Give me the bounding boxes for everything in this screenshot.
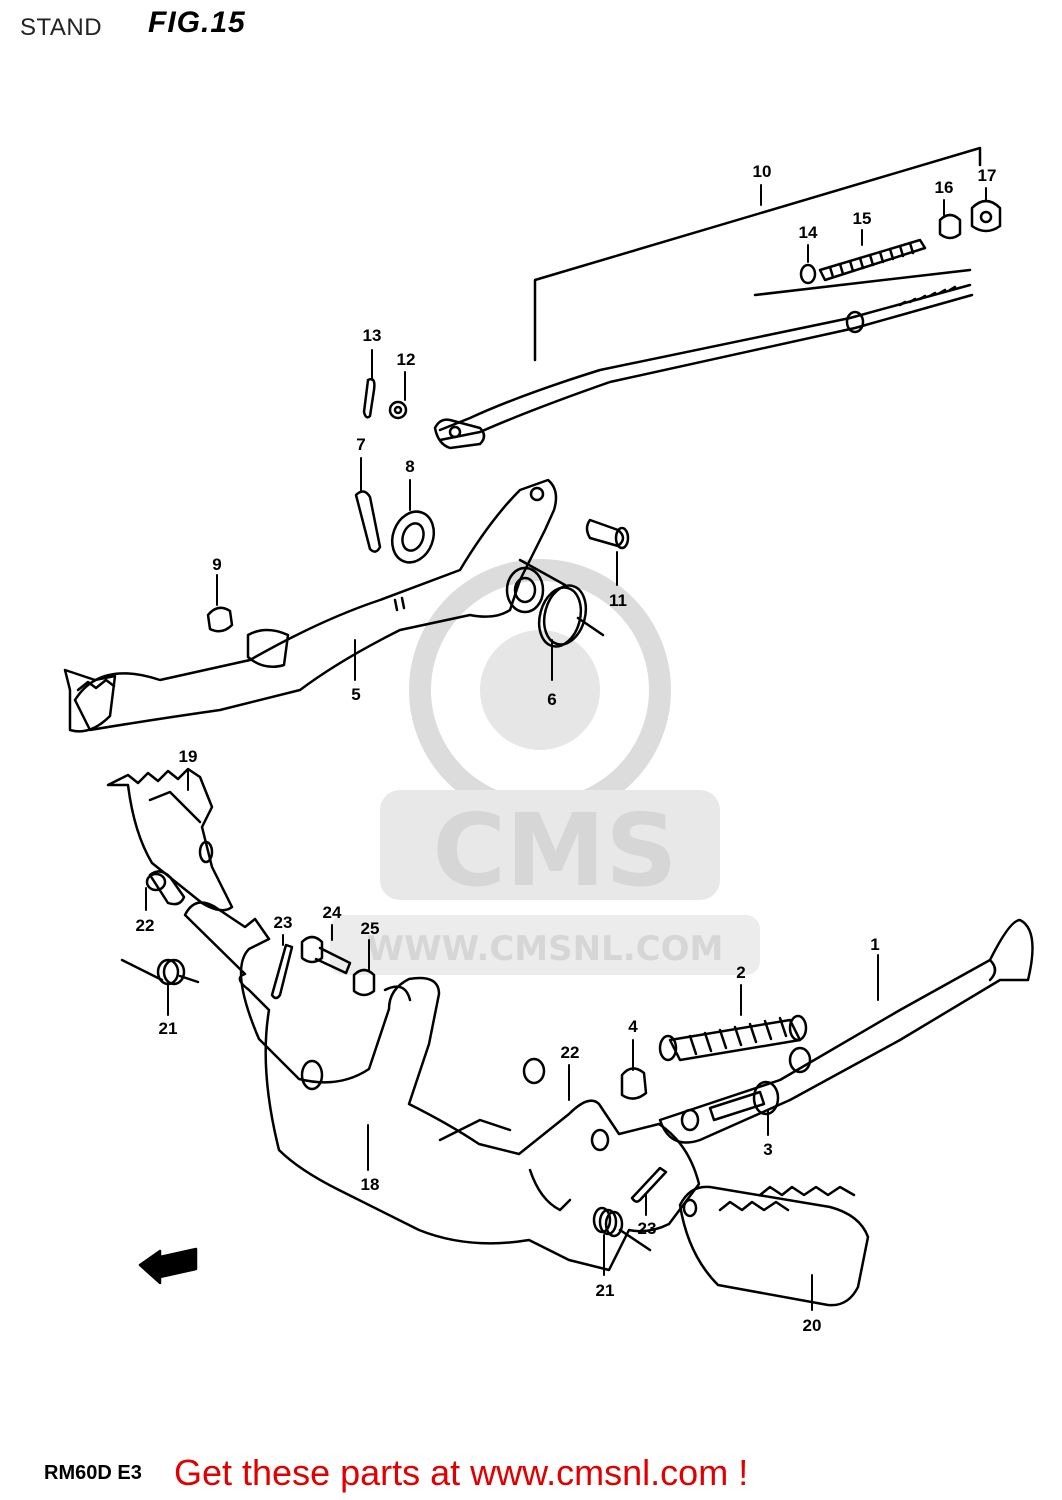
callout-7: 7 [356,435,365,454]
callout-9: 9 [212,555,221,574]
callout-20: 20 [803,1316,822,1335]
part-4-nut [620,1067,648,1100]
part-22-pin-left [145,870,186,906]
callout-22-left: 22 [136,916,155,935]
page-title: STAND [20,14,103,41]
watermark-brand: CMS [433,792,678,909]
callout-21-right: 21 [596,1281,615,1300]
part-2-spring [658,1014,808,1062]
front-arrow-icon [138,1247,198,1285]
watermark-url: WWW.CMSNL.COM [367,929,724,969]
callout-10: 10 [753,162,772,181]
part-18-footrest-bracket [183,901,701,1272]
part-23-cotter-pin-right [630,1166,668,1203]
part-10-rod [433,283,974,450]
part-25-nut [352,968,376,997]
part-21-spring-right [592,1206,652,1252]
part-15-spring [753,238,972,297]
callout-8: 8 [405,457,414,476]
part-24-bolt [300,935,352,975]
callout-labels: 1 2 3 4 5 6 7 8 9 10 11 12 13 14 15 16 1… [136,162,997,1335]
callout-21-left: 21 [159,1019,178,1038]
callout-22-right: 22 [561,1043,580,1062]
leader-lines [145,184,987,1311]
callout-11: 11 [609,591,627,610]
callout-15: 15 [853,209,872,228]
callout-6: 6 [547,690,556,709]
callout-3: 3 [763,1140,772,1159]
part-23-cotter-pin-left [270,943,294,1000]
callout-17: 17 [978,166,997,185]
part-14-washer [799,263,817,285]
callout-1: 1 [870,935,879,954]
callout-23-right: 23 [638,1219,657,1238]
part-1-side-stand [658,918,1034,1144]
part-10-group-bracket [533,146,982,362]
part-21-spring-left [120,958,200,986]
part-12-washer [388,400,408,420]
part-9-nut [206,606,234,633]
part-19-footrest [106,767,234,912]
part-11-pin [585,518,630,550]
callout-5: 5 [351,685,360,704]
callout-4: 4 [628,1017,638,1036]
part-20-footrest [678,1185,870,1307]
callout-2: 2 [736,963,745,982]
callout-23-left: 23 [274,913,293,932]
figure-label: FIG.15 [148,6,246,39]
callout-12: 12 [397,350,416,369]
part-7-pin [354,490,382,553]
part-8-washer [390,510,436,564]
callout-24: 24 [323,903,342,922]
callout-14: 14 [799,223,818,242]
callout-16: 16 [935,178,954,197]
part-16-collar [938,213,962,240]
part-13-cotter-pin [362,377,376,419]
callout-25: 25 [361,919,380,938]
part-5-brake-pedal [63,478,558,733]
callout-13: 13 [363,326,382,345]
part-3-bolt [708,1080,780,1122]
shop-link-text[interactable]: Get these parts at www.cmsnl.com ! [174,1452,749,1493]
model-code: RM60D E3 [44,1462,142,1484]
callout-18: 18 [361,1175,380,1194]
callout-19: 19 [179,747,198,766]
part-17-nut [970,199,1002,233]
watermark: CMS WWW.CMSNL.COM [330,559,760,975]
